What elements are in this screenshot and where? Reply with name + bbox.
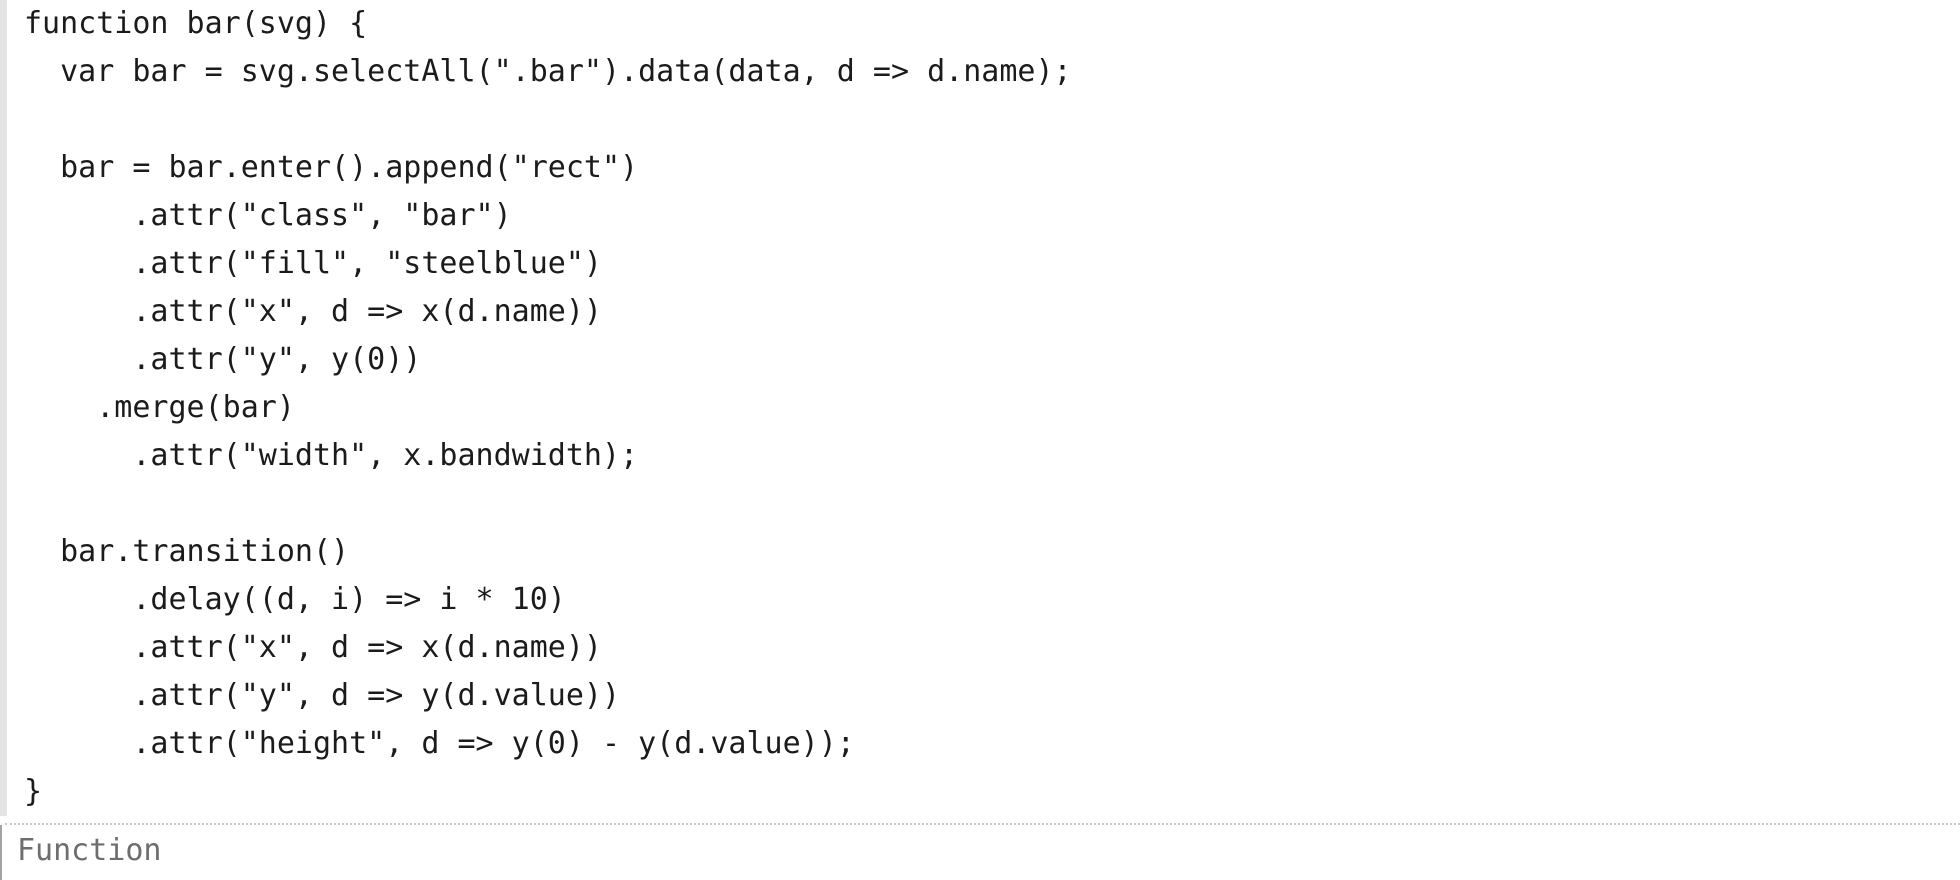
- output-indicator-bar: [0, 825, 2, 880]
- code-content[interactable]: function bar(svg) { var bar = svg.select…: [24, 6, 1072, 809]
- code-editor[interactable]: function bar(svg) { var bar = svg.select…: [0, 0, 1960, 816]
- editor-focus-bar: [0, 0, 7, 816]
- cell-divider: [5, 823, 1960, 825]
- cell-output: Function: [0, 825, 1960, 880]
- output-type-label: Function: [17, 833, 162, 868]
